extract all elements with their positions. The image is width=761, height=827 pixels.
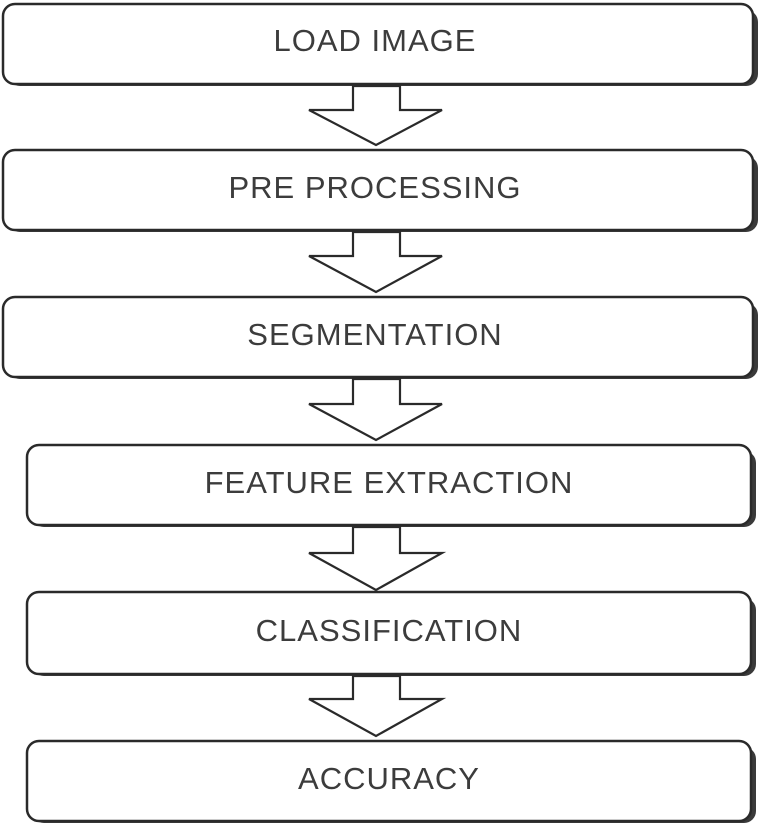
step-segmentation: SEGMENTATION — [1, 295, 758, 379]
step-box — [1, 295, 755, 379]
step-load-image: LOAD IMAGE — [1, 2, 758, 86]
down-arrow-icon — [308, 84, 443, 147]
step-label: LOAD IMAGE — [274, 23, 477, 58]
down-arrow-icon — [308, 377, 443, 442]
step-classification: CLASSIFICATION — [25, 590, 756, 676]
step-accuracy: ACCURACY — [25, 739, 756, 823]
step-box — [1, 2, 755, 86]
step-pre-processing: PRE PROCESSING — [1, 148, 758, 232]
step-box — [25, 443, 753, 527]
down-arrow-icon — [308, 674, 447, 738]
step-label: CLASSIFICATION — [256, 613, 523, 648]
step-box — [1, 148, 755, 232]
step-label: SEGMENTATION — [247, 317, 502, 352]
step-label: PRE PROCESSING — [228, 170, 521, 205]
down-arrow-icon — [308, 525, 447, 592]
step-box — [25, 590, 753, 676]
step-label: FEATURE EXTRACTION — [205, 465, 574, 500]
down-arrow-icon — [308, 230, 443, 294]
step-box — [25, 739, 753, 823]
step-label: ACCURACY — [298, 761, 480, 796]
step-feature-extraction: FEATURE EXTRACTION — [25, 443, 756, 527]
